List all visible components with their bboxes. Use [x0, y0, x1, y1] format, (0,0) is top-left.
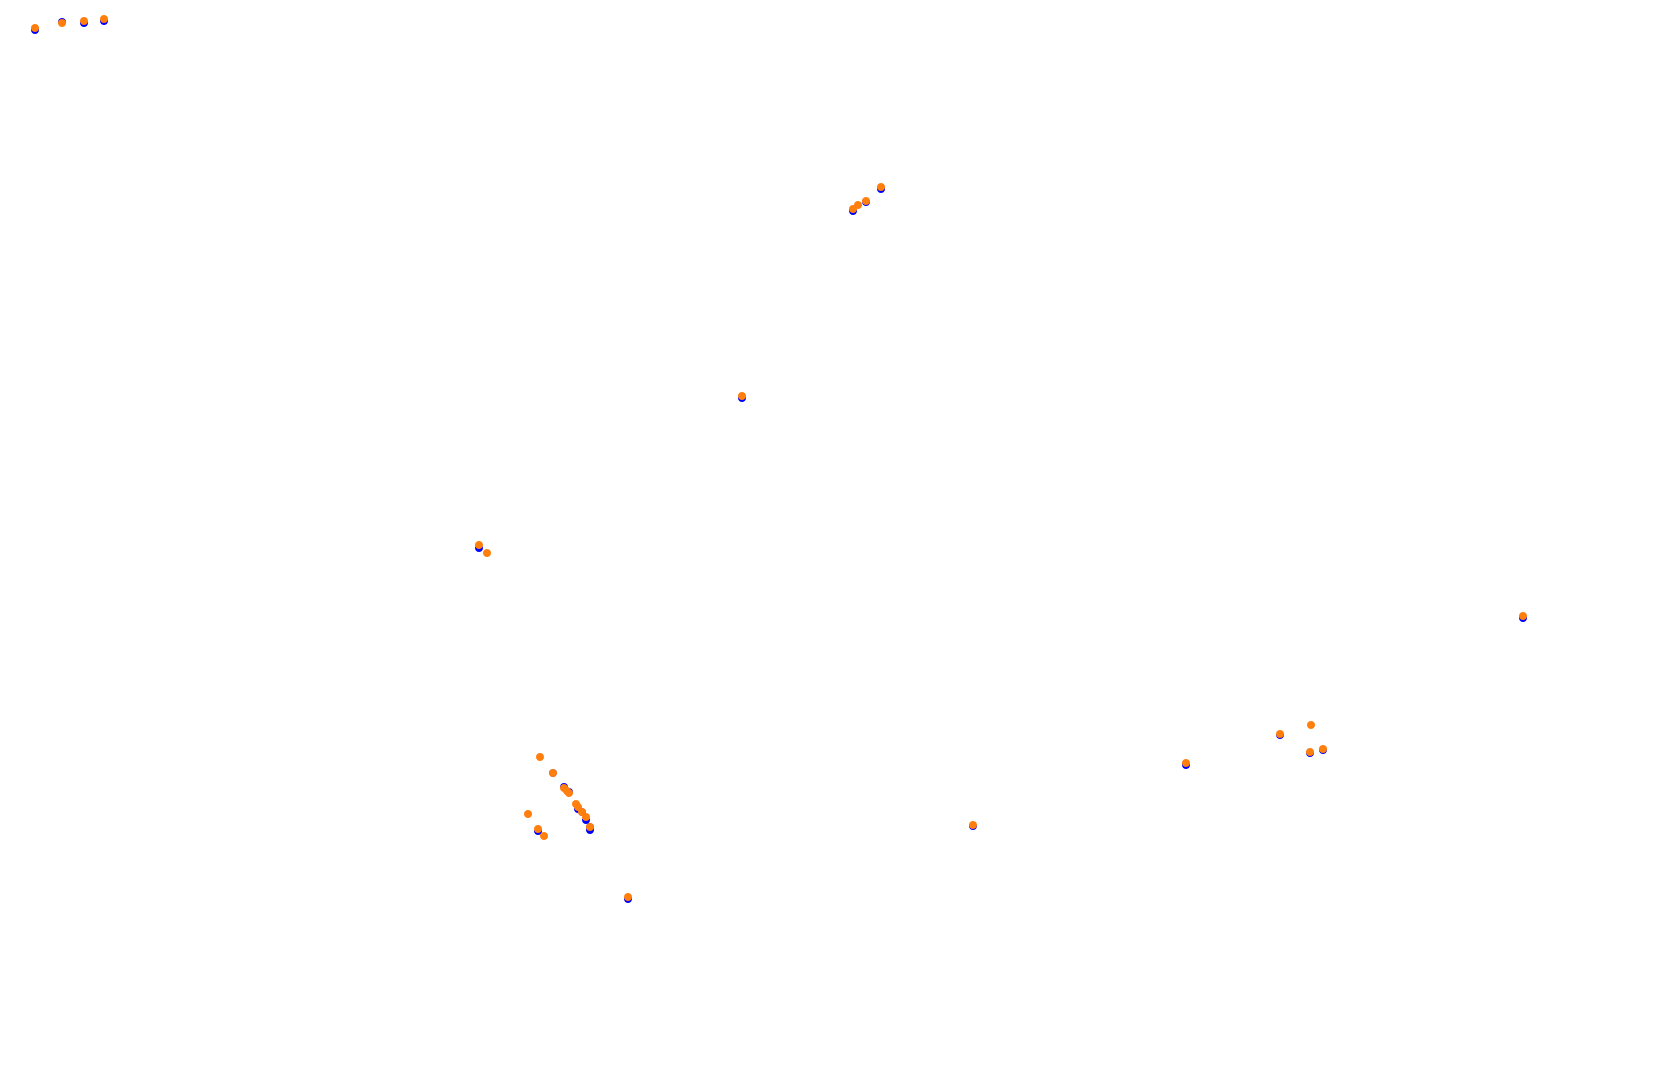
data-point-series-1-13	[1276, 730, 1284, 738]
data-point-series-1-7	[877, 183, 885, 191]
data-point-series-1-22	[565, 789, 573, 797]
data-point-series-1-1	[58, 19, 66, 27]
data-point-series-1-6	[862, 197, 870, 205]
data-point-series-1-8	[738, 392, 746, 400]
data-point-series-1-27	[586, 823, 594, 831]
data-point-series-1-29	[534, 825, 542, 833]
data-point-series-1-30	[540, 832, 548, 840]
data-point-series-1-25	[578, 808, 586, 816]
data-point-series-1-17	[969, 821, 977, 829]
data-point-series-1-14	[1306, 748, 1314, 756]
data-point-series-1-15	[1319, 745, 1327, 753]
data-point-series-1-11	[1519, 612, 1527, 620]
data-point-series-1-9	[475, 541, 483, 549]
data-point-series-1-16	[1182, 759, 1190, 767]
data-point-series-1-28	[524, 810, 532, 818]
data-point-series-1-18	[536, 753, 544, 761]
data-point-series-1-19	[549, 769, 557, 777]
data-point-series-1-12	[1307, 721, 1315, 729]
data-point-series-1-24	[574, 803, 582, 811]
data-point-series-1-31	[624, 893, 632, 901]
data-point-series-1-10	[483, 549, 491, 557]
data-point-series-1-2	[80, 17, 88, 25]
data-point-series-1-3	[100, 15, 108, 23]
data-point-series-1-0	[31, 24, 39, 32]
data-point-series-1-4	[849, 205, 857, 213]
data-point-series-1-5	[854, 201, 862, 209]
data-point-series-1-26	[582, 813, 590, 821]
